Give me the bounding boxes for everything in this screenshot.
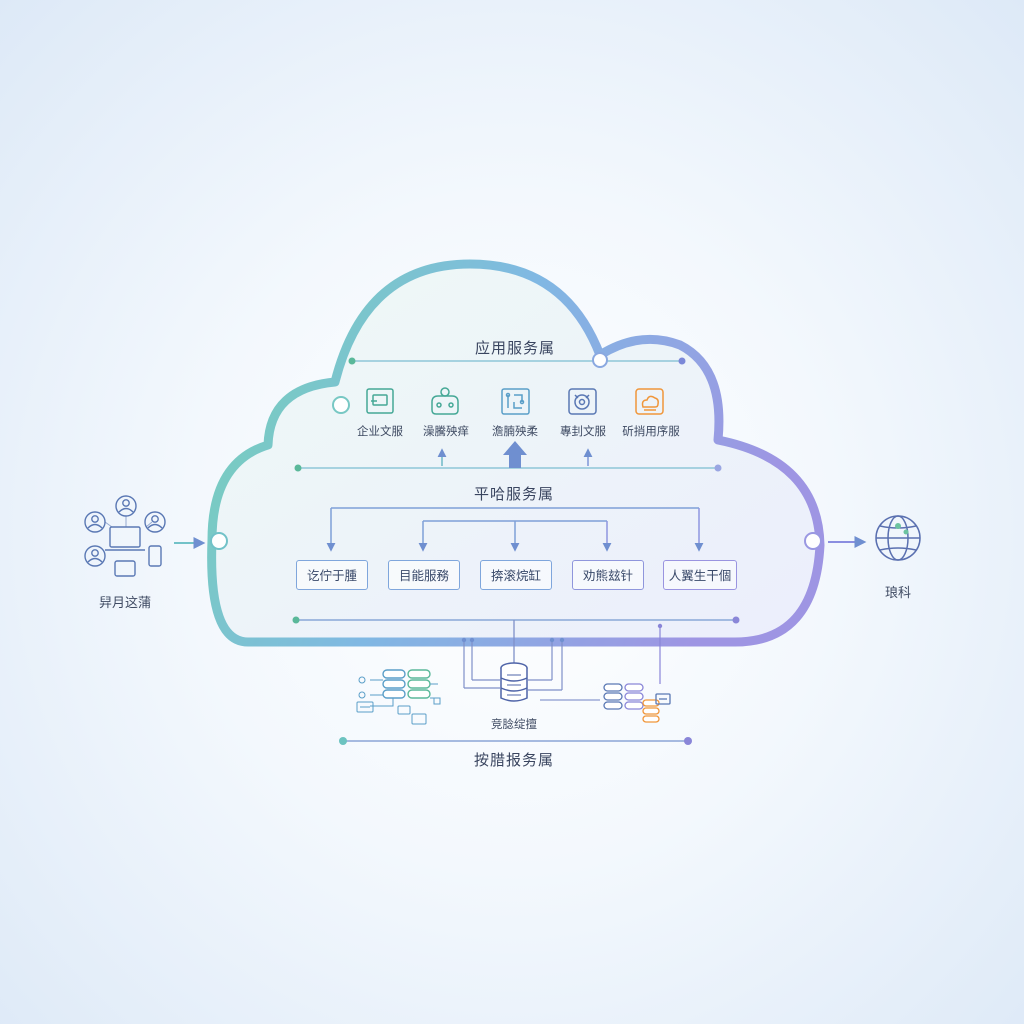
gamepad-icon xyxy=(431,387,459,415)
database-icon xyxy=(407,669,431,699)
phone-icon xyxy=(148,545,162,567)
service-label[interactable]: 澹腩殃柔 xyxy=(492,424,538,438)
circuit-icon xyxy=(501,388,530,415)
user-icon xyxy=(115,495,137,517)
platform-layer-title: 平哈服务属 xyxy=(473,485,555,503)
tablet-icon xyxy=(114,560,136,577)
cloud-box-icon xyxy=(635,388,664,415)
database-icon xyxy=(642,699,660,723)
application-layer-title: 应用服务属 xyxy=(474,339,556,357)
service-label[interactable]: 企业文服 xyxy=(357,424,403,438)
server-cluster-right xyxy=(603,683,671,723)
user-icon xyxy=(144,511,166,533)
document-icon xyxy=(366,388,394,414)
platform-module-box[interactable]: 捹滚烷缸 xyxy=(480,560,552,590)
laptop-icon xyxy=(105,526,145,551)
database-label: 竞腍绽擅 xyxy=(491,717,537,731)
database-icon xyxy=(500,662,528,702)
platform-module-box[interactable]: 讫佇于腫 xyxy=(296,560,368,590)
external-label: 琅科 xyxy=(884,586,912,601)
data-layer-title: 按腊报务属 xyxy=(473,751,555,769)
user-device-group xyxy=(84,495,166,577)
user-group-label: 舁月这蒲 xyxy=(98,596,152,611)
target-icon xyxy=(568,388,597,415)
service-label[interactable]: 斫捎用序服 xyxy=(622,424,680,438)
service-label[interactable]: 專刲文服 xyxy=(560,424,606,438)
user-icon xyxy=(84,511,106,533)
server-cluster-left xyxy=(356,669,441,725)
platform-module-box[interactable]: 目能服務 xyxy=(388,560,460,590)
globe-icon xyxy=(875,515,921,561)
database-icon xyxy=(624,683,644,710)
service-label[interactable]: 澡騰殃痒 xyxy=(423,424,469,438)
database-icon xyxy=(382,669,406,699)
main-up-arrow xyxy=(503,441,527,468)
user-icon xyxy=(84,545,106,567)
platform-module-box[interactable]: 人翼生干個 xyxy=(663,560,737,590)
platform-module-box[interactable]: 劝熊玆针 xyxy=(572,560,644,590)
database-icon xyxy=(603,683,623,710)
